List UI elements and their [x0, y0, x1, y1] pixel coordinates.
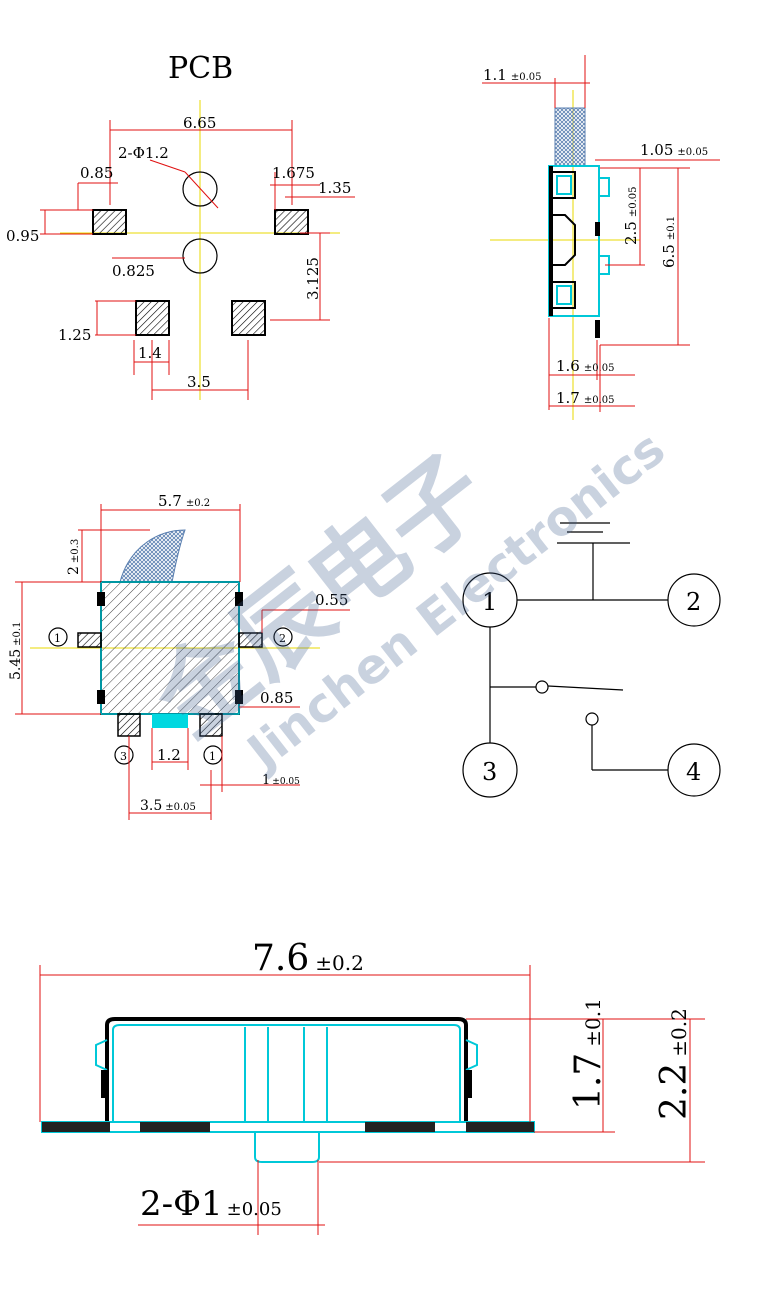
switch-contact-b: [585, 712, 599, 726]
dim-1-6: 1.6±0.05: [556, 357, 615, 375]
dim-6-5: 6.5±0.1: [660, 216, 678, 268]
side-mid-contact: [553, 214, 576, 266]
dim-7-6: 7.6±0.2: [252, 938, 364, 979]
dim-0-85: 0.85: [80, 164, 113, 182]
dim-2: 2±0.3: [66, 539, 82, 575]
dim-3-5: 3.5: [187, 373, 211, 391]
side-body-edge: [549, 166, 553, 316]
top-pin-label-2: 2: [279, 632, 286, 645]
top-pin-label-3: 3: [120, 750, 127, 763]
dim-1-2: 1.2: [157, 746, 181, 764]
switch-contact-a: [535, 680, 549, 694]
front-foot-right: [466, 1122, 534, 1132]
switch-arm: [547, 685, 624, 691]
node-2: [667, 573, 721, 627]
dim-1-675: 1.675: [272, 164, 315, 182]
dim-2-5: 2.5±0.05: [622, 186, 640, 245]
schematic: 1 2 3 4: [462, 522, 721, 798]
dim-1-1: 1.1±0.05: [483, 66, 542, 84]
top-pin-label-1: 1: [54, 632, 61, 645]
front-base: [41, 1121, 535, 1133]
side-contact-bottom: [553, 281, 576, 309]
top-pin-left: [77, 632, 102, 648]
top-pin-bottom-right: [199, 713, 223, 737]
dim-1-25: 1.25: [58, 326, 91, 344]
dim-1-05: 1.05±0.05: [640, 141, 708, 159]
node-3: [462, 742, 518, 798]
dim-3-5-top: 3.5±0.05: [140, 798, 196, 814]
dim-0-85-top: 0.85: [260, 689, 293, 707]
dim-1-4: 1.4: [138, 344, 162, 362]
pad-left: [92, 209, 127, 235]
hole-leader: [184, 171, 219, 209]
dim-0-55: 0.55: [315, 591, 348, 609]
pcb-title: PCB: [168, 51, 233, 86]
node-4-label: 4: [686, 758, 701, 786]
node-2-label: 2: [686, 588, 701, 616]
node-1-label: 1: [482, 588, 497, 616]
dim-3-125: 3.125: [304, 257, 322, 300]
front-view: 7.6±0.2 1.7±0.1 2.2±0.2 2-Φ1±0.05: [39, 938, 705, 1235]
dim-hole-note: 2-Φ1.2: [118, 144, 169, 162]
side-contact-top: [553, 171, 576, 199]
hole-bottom: [182, 238, 218, 274]
dim-1-7: 1.7±0.05: [556, 389, 615, 407]
top-body: [100, 581, 240, 715]
pad-right: [274, 209, 309, 235]
pad-bottom-left: [135, 300, 170, 336]
dim-0-825: 0.825: [112, 262, 155, 280]
top-view: 1 2 3 1 5.7±0.2 2±0.3 5.45±0.1 0.55 0.85…: [8, 492, 350, 820]
dim-5-45: 5.45±0.1: [8, 622, 24, 680]
front-post: [254, 1132, 320, 1163]
side-view: 1.1±0.05 1.05±0.05 2.5±0.05 6.5±0.1 1.6±…: [482, 55, 720, 420]
dim-6-65: 6.65: [183, 114, 216, 132]
front-body-outline: [105, 1017, 468, 1123]
front-foot-left: [42, 1122, 110, 1132]
actuator-section: [554, 107, 586, 167]
dim-5-7: 5.7±0.2: [158, 492, 210, 510]
dim-1: 1±0.05: [262, 773, 300, 788]
hole-top: [182, 171, 218, 207]
actuator-lever: [119, 529, 186, 583]
top-pin-right: [238, 632, 263, 648]
top-pin-bottom-left: [117, 713, 141, 737]
dim-1-35: 1.35: [318, 179, 351, 197]
pcb-footprint: PCB 6.65 2-Φ1.2 0.85 1.675 1.35 0.95 0.8…: [6, 51, 355, 400]
dim-1-7-front: 1.7±0.1: [568, 998, 609, 1110]
node-4: [667, 743, 721, 797]
top-pin-label-4: 1: [209, 750, 216, 763]
dim-0-95: 0.95: [6, 227, 39, 245]
pad-bottom-right: [231, 300, 266, 336]
dim-hole-front: 2-Φ1±0.05: [140, 1184, 282, 1224]
dim-2-2: 2.2±0.2: [654, 1008, 695, 1120]
node-3-label: 3: [482, 758, 497, 786]
top-stem: [152, 714, 188, 728]
